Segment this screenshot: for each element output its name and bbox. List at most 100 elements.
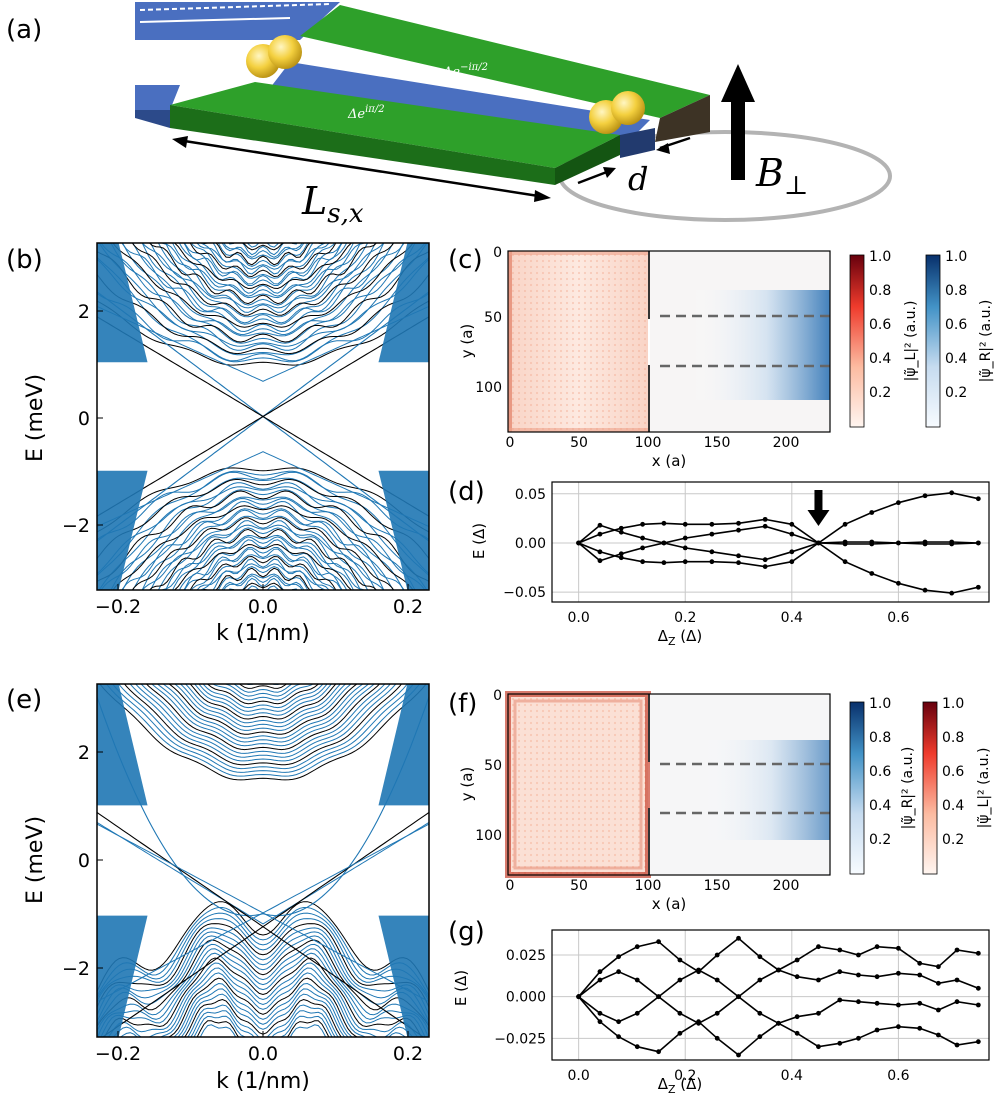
svg-text:100: 100 xyxy=(635,435,662,451)
svg-text:0.4: 0.4 xyxy=(869,351,891,367)
data-point xyxy=(696,967,701,973)
data-point xyxy=(677,957,683,963)
data-point xyxy=(837,1040,843,1046)
data-point xyxy=(935,980,941,986)
band-line xyxy=(123,684,403,766)
data-point xyxy=(640,535,645,541)
band-line xyxy=(177,988,349,1037)
band-line xyxy=(198,684,328,712)
data-point xyxy=(576,540,582,546)
svg-text:0.4: 0.4 xyxy=(942,798,964,814)
svg-text:0.6: 0.6 xyxy=(942,764,964,780)
data-point xyxy=(597,558,603,564)
band-line xyxy=(148,528,378,590)
band-line xyxy=(97,274,429,355)
svg-text:0.2: 0.2 xyxy=(945,385,967,401)
band-line xyxy=(223,243,303,260)
band-line xyxy=(140,684,386,754)
data-point xyxy=(736,527,741,533)
svg-text:0: 0 xyxy=(506,878,515,894)
svg-text:0: 0 xyxy=(493,245,502,261)
svg-text:100: 100 xyxy=(635,878,662,894)
data-point xyxy=(736,994,741,1000)
band-continuum xyxy=(378,915,429,1037)
band-line xyxy=(212,558,314,590)
band-line xyxy=(97,907,429,997)
data-point xyxy=(682,545,688,551)
band-line xyxy=(112,505,414,590)
axes-frame xyxy=(551,929,990,1061)
data-point xyxy=(816,1010,821,1016)
svg-text:0.4: 0.4 xyxy=(869,798,891,814)
data-point xyxy=(896,1002,901,1008)
band-line xyxy=(148,243,378,305)
band-line xyxy=(189,243,337,278)
svg-text:0: 0 xyxy=(78,850,90,872)
superconductor-top xyxy=(300,5,710,118)
data-point xyxy=(640,559,645,565)
colorbar-red-c xyxy=(849,254,865,428)
svg-text:0.6: 0.6 xyxy=(945,317,967,333)
band-line xyxy=(199,243,327,279)
band-line xyxy=(97,939,429,1027)
band-line xyxy=(184,539,342,590)
svg-text:0: 0 xyxy=(506,435,515,451)
band-line xyxy=(223,573,303,590)
band-line xyxy=(141,524,385,590)
data-point xyxy=(789,549,795,555)
bands-b xyxy=(97,243,429,590)
data-point xyxy=(616,1034,622,1040)
data-point xyxy=(917,1000,923,1006)
yticks-f: 0 50 100 xyxy=(475,688,502,844)
band-line xyxy=(112,967,414,1037)
svg-text:−2: −2 xyxy=(62,958,90,980)
data-point xyxy=(757,954,763,960)
gap-label: d xyxy=(628,160,648,198)
data-point xyxy=(816,944,821,950)
band-line xyxy=(117,684,409,770)
data-point xyxy=(757,1034,763,1040)
svg-text:100: 100 xyxy=(475,828,502,844)
data-point xyxy=(874,1027,880,1033)
data-point xyxy=(656,1049,661,1055)
data-point xyxy=(757,1010,763,1016)
data-point xyxy=(597,522,603,528)
band-continuum xyxy=(378,470,429,590)
data-point xyxy=(816,977,821,983)
band-line xyxy=(97,918,429,1002)
yaxis-label-g: E (Δ) xyxy=(452,970,470,1006)
data-point xyxy=(896,970,901,976)
band-line xyxy=(112,684,414,773)
band-line xyxy=(162,684,364,739)
band-continuum xyxy=(97,470,148,590)
svg-text:0.6: 0.6 xyxy=(869,764,891,780)
data-point xyxy=(682,535,688,541)
svg-text:50: 50 xyxy=(570,878,588,894)
ytick-label: −2 xyxy=(62,515,90,537)
band-line xyxy=(97,467,429,533)
band-line xyxy=(100,243,426,336)
band-line xyxy=(238,684,288,689)
data-point xyxy=(597,1019,603,1025)
data-point xyxy=(640,545,645,551)
ytick-label: −0.05 xyxy=(503,585,546,601)
band-line xyxy=(223,684,303,697)
ytick-label: 0.00 xyxy=(515,536,546,552)
band-line xyxy=(196,563,330,590)
svg-text:1.0: 1.0 xyxy=(945,249,967,265)
data-point xyxy=(789,531,795,537)
xaxis-label-c: x (a) xyxy=(652,452,687,470)
panel-label-a: (a) xyxy=(6,15,42,45)
xtick-label: 0.6 xyxy=(887,610,909,626)
yaxis-label-f: y (a) xyxy=(458,767,476,802)
band-line xyxy=(190,243,336,286)
band-line xyxy=(112,243,414,328)
ytick-label: −0.025 xyxy=(494,1031,546,1047)
band-line xyxy=(212,243,314,275)
data-point xyxy=(837,969,843,975)
yticks-b: 2 0 −2 xyxy=(62,301,103,537)
data-point xyxy=(949,590,955,596)
data-point xyxy=(794,974,800,980)
ytick-label: 0 xyxy=(78,408,90,430)
data-point xyxy=(896,580,901,586)
